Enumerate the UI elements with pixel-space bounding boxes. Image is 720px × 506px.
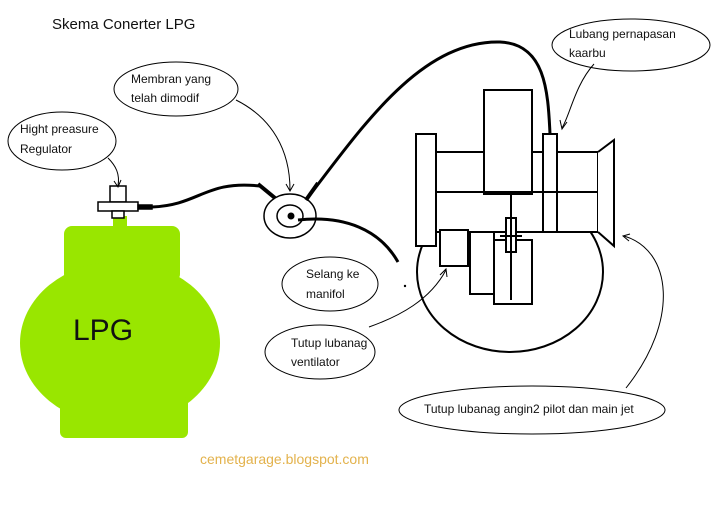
leader-breather-arrow [559,119,568,131]
callout-regulator-line2: Regulator [20,142,73,156]
membrane-unit [263,193,317,239]
ventilator-cap [439,229,469,267]
regulator-body [97,201,139,212]
hose-regulator-to-membrane [151,183,261,209]
regulator-base [111,210,125,219]
hose-fitting-right [304,181,320,202]
leader-lines [107,63,664,389]
tank-base [60,396,188,438]
callout-breather-line2: kaarbu [569,46,606,60]
carburetor-bell-mouth [597,138,615,249]
diagram-title: Skema Conerter LPG [52,16,196,33]
hose-manifold-end [403,284,407,288]
callout-bubble-breather [551,18,711,72]
callout-bubble-vent [264,324,376,380]
callout-regulator-line1: Hight preasure [20,122,99,136]
leader-pilot-jet-arrow [621,233,631,242]
callout-vent-line2: ventilator [291,355,340,369]
regulator-outlet [137,204,153,210]
callout-vent-line1: Tutup lubanag [291,336,368,350]
jet-holder [469,231,495,295]
leader-regulator-arrow [113,179,122,189]
carburetor-slide [483,89,533,195]
callout-membrane-line2: telah dimodif [131,91,200,105]
main-jet-block [493,239,533,305]
carburetor-flange-left [415,133,437,247]
hose-manifold [297,217,400,263]
regulator-knob [109,185,127,203]
membrane-center [287,212,295,220]
tank-valve-neck [113,216,127,228]
lpg-tank [20,216,220,438]
leader-membrane [235,99,291,191]
callout-manifold-line1: Selang ke [306,267,360,281]
leader-vent-arrow [439,267,448,278]
breather-port [542,133,558,233]
tank-body [20,261,220,425]
leader-breather [561,63,595,129]
callout-bubble-pilot-jet [398,385,666,435]
tank-label: LPG [73,314,134,347]
leader-pilot-jet [623,235,664,389]
callout-breather-line1: Lubang pernapasan [569,27,676,41]
watermark: cemetgarage.blogspot.com [200,451,369,467]
hose-breather [304,40,552,201]
callout-bubble-manifold [281,256,379,312]
callout-bubble-membrane [113,61,239,117]
callout-manifold-line2: manifol [306,287,345,301]
callout-pilot-jet-line1: Tutup lubanag angin2 pilot dan main jet [424,402,634,416]
leader-vent [368,269,447,328]
leader-membrane-arrow [285,183,295,193]
leader-regulator [107,157,119,187]
regulator [97,185,153,219]
callout-bubbles [7,18,711,435]
callout-membrane-line1: Membran yang [131,72,212,86]
hose-fitting-left [256,182,277,200]
callout-bubble-regulator [7,111,117,171]
carburetor [415,89,615,353]
